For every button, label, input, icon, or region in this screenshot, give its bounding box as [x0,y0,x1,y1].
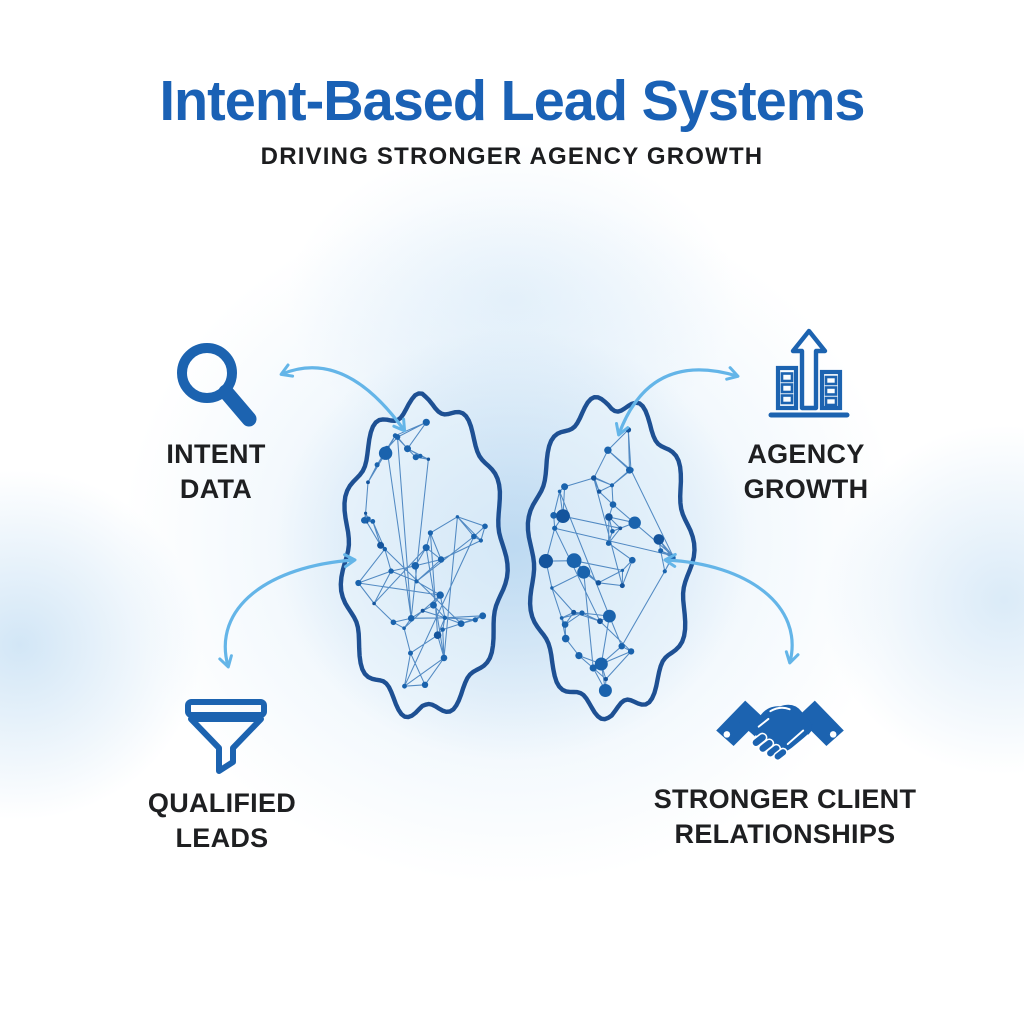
label-stronger-client-relationships: STRONGER CLIENT RELATIONSHIPS [653,784,917,850]
arrow-brain-qualified-leads [218,553,357,669]
node-intent-data: INTENT DATA [106,336,326,546]
brain-network-icon [338,391,697,722]
node-agency-growth: AGENCY GROWTH [696,328,916,538]
label-agency-growth: AGENCY GROWTH [743,439,869,505]
label-qualified-leads: QUALIFIED LEADS [147,788,297,854]
node-qualified-leads: QUALIFIED LEADS [112,692,332,882]
node-stronger-client-relationships: STRONGER CLIENT RELATIONSHIPS [635,688,935,878]
label-intent-data: INTENT DATA [166,439,266,505]
page-title: Intent-Based Lead Systems [159,69,865,133]
arrow-brain-client-relationships [663,552,800,665]
page-subtitle: DRIVING STRONGER AGENCY GROWTH [260,143,764,170]
arrow-brain-intent-data [279,363,407,433]
magnifier-icon [177,343,257,427]
funnel-icon [185,699,267,774]
growth-chart-icon [768,328,850,418]
handshake-icon [716,700,844,762]
arrow-brain-agency-growth [614,366,740,437]
